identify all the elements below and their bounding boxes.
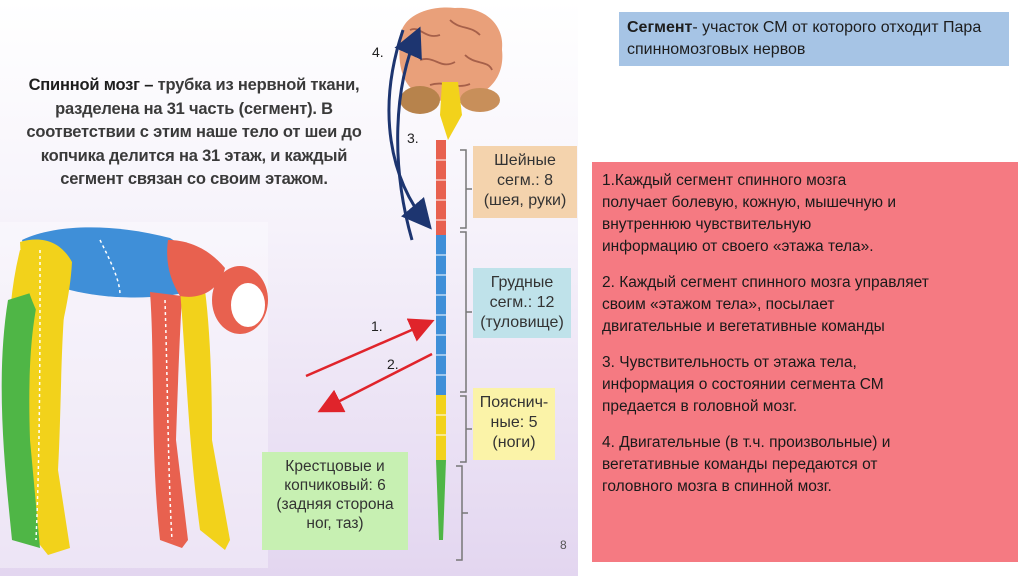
cord-sacral-part (436, 460, 446, 540)
intro-term: Спинной мозг – (28, 76, 154, 94)
point-4: 4. Двигательные (в т.ч. произвольные) и … (602, 434, 891, 495)
spinal-cord (436, 140, 472, 561)
definition-text: - участок СМ от которого отходит Пара сп… (627, 19, 982, 58)
arrow-number-3: 3. (407, 130, 419, 146)
point-1: 1.Каждый сегмент спинного мозга получает… (602, 172, 897, 255)
bending-body-figure (0, 222, 268, 568)
brain-illustration (399, 7, 503, 140)
arrow-2-motor-output (317, 352, 433, 413)
spinal-cord-intro-text: Спинной мозг – трубка из нервной ткани, … (10, 74, 378, 192)
point-3: 3. Чувствительность от этажа тела, инфор… (602, 354, 884, 415)
sacral-segments-label: Крестцовые и копчиковый: 6 (задняя сторо… (262, 452, 408, 550)
arrow-number-1: 1. (371, 318, 383, 334)
intro-description: трубка из нервной ткани, разделена на 31… (26, 76, 362, 188)
arrow-4-descending (387, 29, 432, 230)
arrow-number-2: 2. (387, 356, 399, 372)
cord-lumbar-part (436, 395, 446, 460)
lumbar-segments-label: Пояснич-ные: 5 (ноги) (473, 388, 555, 460)
arrow-1-sensory-input (305, 318, 435, 378)
cord-cervical-part (436, 140, 446, 235)
cervical-segments-label: Шейные сегм.: 8 (шея, руки) (473, 146, 577, 218)
definition-term: Сегмент (627, 19, 693, 36)
thoracic-segments-label: Грудные сегм.: 12 (туловище) (473, 268, 571, 338)
segment-definition-box: Сегмент- участок СМ от которого отходит … (619, 12, 1009, 66)
point-2: 2. Каждый сегмент спинного мозга управля… (602, 274, 929, 335)
page-number: 8 (560, 538, 567, 552)
arrow-number-4: 4. (372, 44, 384, 60)
segment-functions-box: 1.Каждый сегмент спинного мозга получает… (592, 162, 1018, 562)
